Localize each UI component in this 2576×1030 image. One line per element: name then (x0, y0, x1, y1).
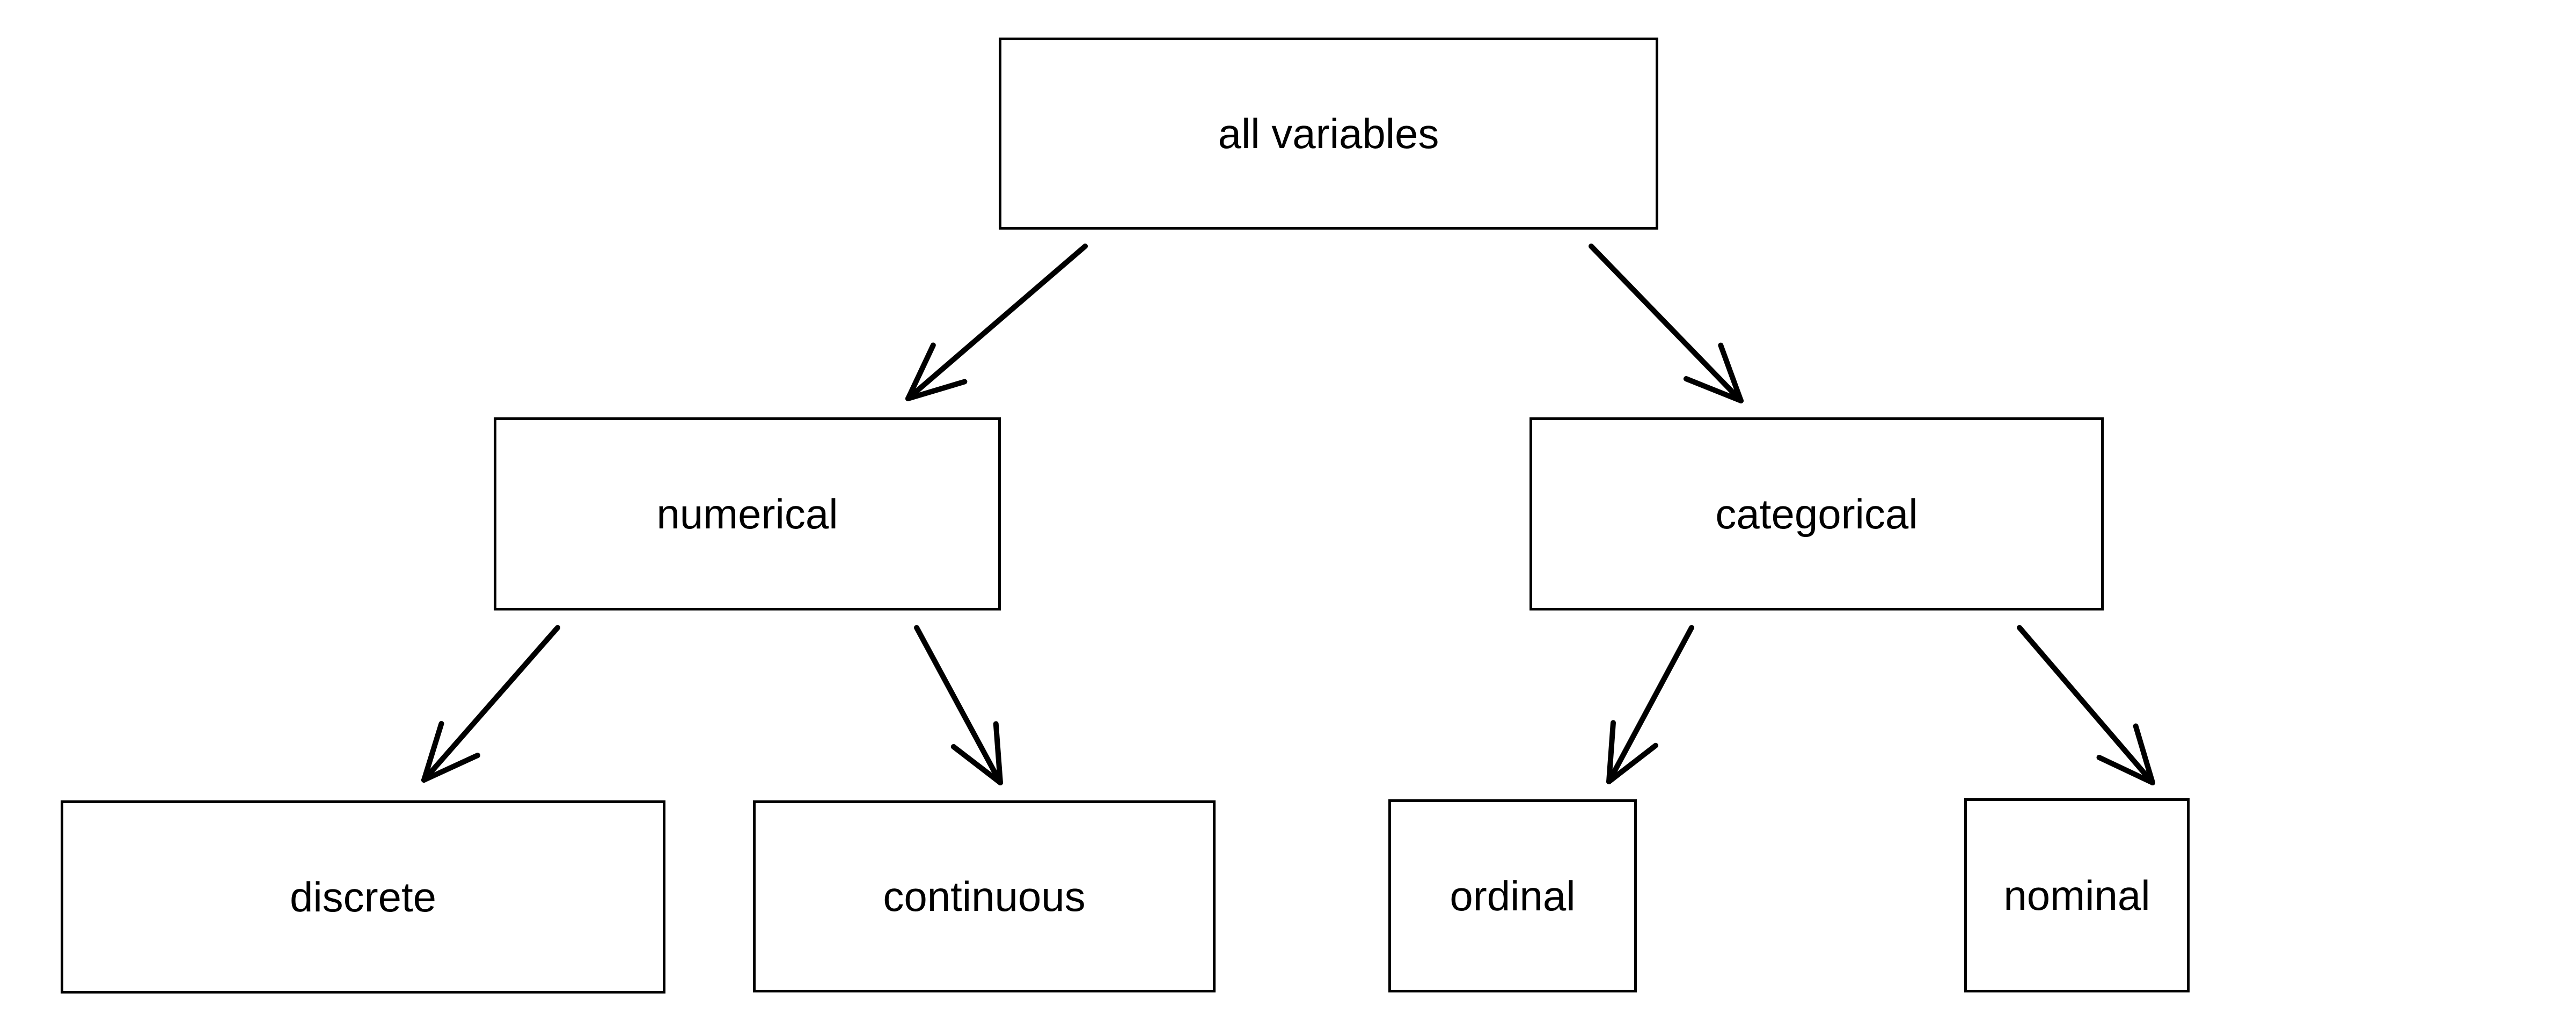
edge-all-variables-categorical (1589, 244, 1744, 403)
node-label: discrete (289, 873, 437, 921)
node-label: all variables (1218, 110, 1439, 157)
node-ordinal[interactable]: ordinal (1388, 799, 1637, 992)
node-numerical[interactable]: numerical (494, 417, 1001, 610)
node-label: nominal (2003, 872, 2150, 919)
node-label: continuous (883, 873, 1086, 920)
edge-categorical-ordinal (1606, 625, 1694, 784)
node-label: ordinal (1450, 872, 1576, 919)
node-label: numerical (656, 490, 838, 538)
node-nominal[interactable]: nominal (1964, 798, 2190, 992)
edge-numerical-continuous (914, 625, 1003, 785)
edge-categorical-nominal (2017, 625, 2155, 785)
node-categorical[interactable]: categorical (1529, 417, 2104, 610)
node-all-variables[interactable]: all variables (999, 38, 1658, 230)
node-label: categorical (1715, 490, 1918, 538)
edge-numerical-discrete (421, 625, 560, 783)
edge-all-variables-numerical (905, 244, 1088, 401)
node-discrete[interactable]: discrete (61, 800, 665, 994)
node-continuous[interactable]: continuous (753, 800, 1216, 992)
